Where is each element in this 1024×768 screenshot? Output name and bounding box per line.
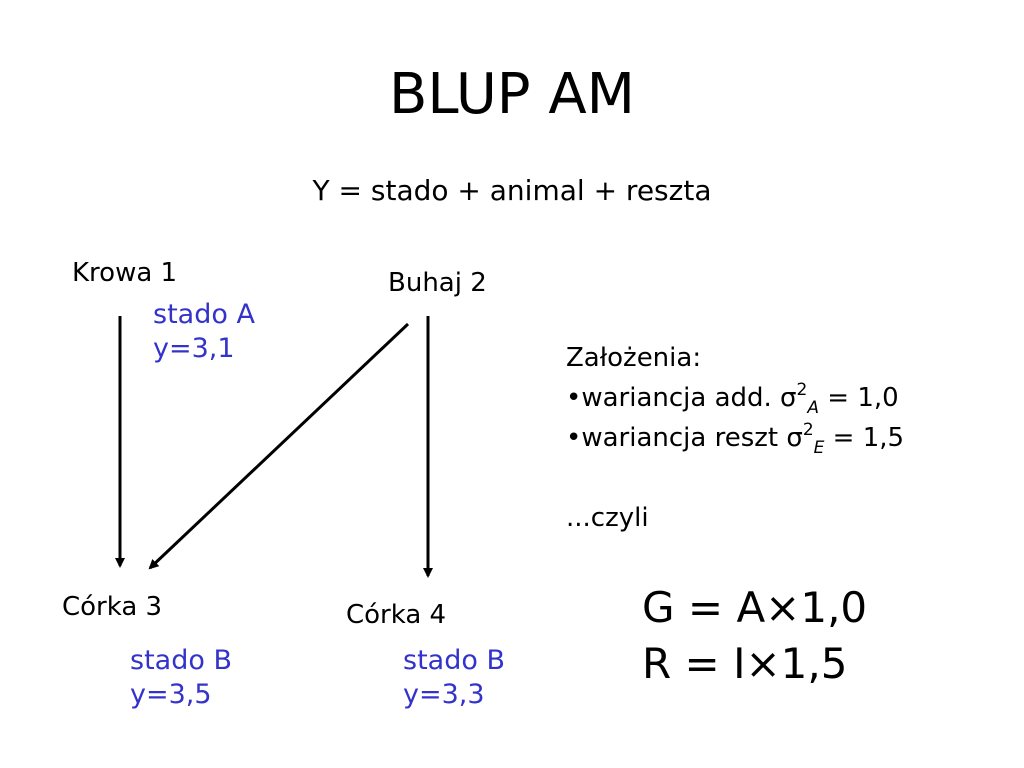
model-equation: Y = stado + animal + reszta — [312, 174, 712, 207]
assumptions-block: Założenia: •wariancja add. σ2A = 1,0 •wa… — [566, 338, 904, 538]
assumption-add-sup: 2 — [796, 380, 808, 400]
assumption-res-value: = 1,5 — [824, 423, 905, 453]
assumption-additive-variance: •wariancja add. σ2A = 1,0 — [566, 378, 904, 418]
variance-matrices: G = A×1,0 R = I×1,5 — [642, 580, 867, 692]
assumption-res-prefix: •wariancja reszt — [566, 423, 787, 453]
node-daughter4-label: Córka 4 — [346, 600, 447, 630]
assumptions-heading: Założenia: — [566, 343, 702, 373]
node-cow1-y: y=3,1 — [153, 333, 235, 364]
node-bull2-label: Buhaj 2 — [388, 268, 487, 298]
node-daughter4-info: stado B y=3,3 — [403, 644, 505, 712]
node-daughter3-herd: stado B — [130, 645, 232, 676]
node-cow1-info: stado A y=3,1 — [153, 298, 255, 366]
node-cow1-herd: stado A — [153, 299, 255, 330]
node-daughter3-y: y=3,5 — [130, 679, 212, 710]
assumption-res-sup: 2 — [802, 420, 814, 440]
assumption-res-sub: E — [813, 438, 825, 458]
node-daughter4-y: y=3,3 — [403, 679, 485, 710]
matrix-g-line: G = A×1,0 — [642, 583, 868, 632]
assumption-add-sub: A — [807, 398, 819, 418]
node-cow1-label: Krowa 1 — [72, 258, 178, 288]
assumption-add-value: = 1,0 — [819, 383, 899, 413]
sigma-symbol: σ — [786, 423, 803, 453]
node-daughter4-herd: stado B — [403, 645, 505, 676]
sigma-symbol: σ — [780, 383, 797, 413]
node-daughter3-info: stado B y=3,5 — [130, 644, 232, 712]
assumptions-spacer — [566, 458, 904, 498]
assumption-residual-variance: •wariancja reszt σ2E = 1,5 — [566, 418, 904, 458]
arrow-bull2-to-daughter3 — [148, 322, 410, 570]
slide-title: BLUP AM — [388, 62, 635, 127]
matrix-r-line: R = I×1,5 — [642, 639, 848, 688]
node-daughter3-label: Córka 3 — [62, 592, 163, 622]
assumptions-conclusion: ...czyli — [566, 503, 649, 533]
assumption-add-prefix: •wariancja add. — [566, 383, 781, 413]
